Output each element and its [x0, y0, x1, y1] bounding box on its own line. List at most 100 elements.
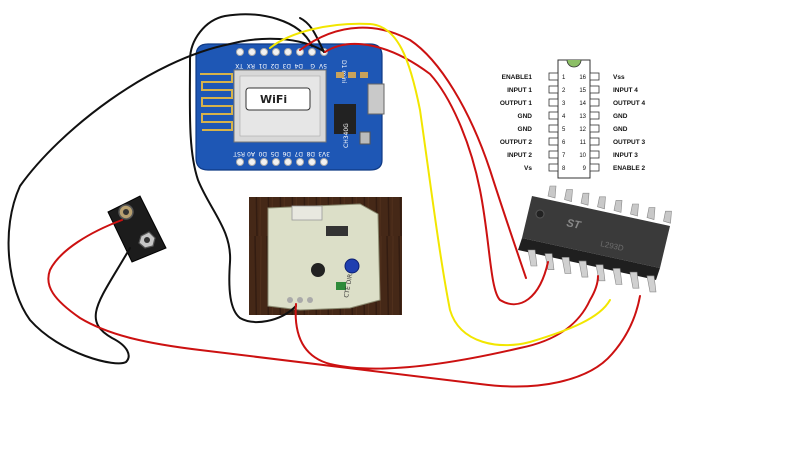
wifi-logo-box — [245, 87, 311, 111]
pinout-pin-box — [548, 98, 559, 107]
ic-pin — [547, 185, 557, 199]
header-pin — [296, 48, 304, 56]
pcb-board — [267, 203, 381, 311]
micro-usb-port — [367, 83, 385, 115]
battery-clip — [107, 195, 167, 263]
pinout-pin-box — [548, 124, 559, 133]
pcb-component-dark — [311, 263, 325, 277]
header-pin — [284, 158, 292, 166]
ic-pin — [646, 207, 656, 220]
pcb-potentiometer — [344, 258, 360, 274]
header-pin — [236, 158, 244, 166]
header-pin — [296, 158, 304, 166]
pcb-solder-pad — [297, 297, 303, 303]
pinout-pin-label: GND — [613, 113, 628, 120]
pinout-pin-label: OUTPUT 2 — [500, 139, 533, 146]
pcb-solder-pad — [287, 297, 293, 303]
battery-clip-terminal-negative-core — [144, 237, 150, 243]
ic-bottom-pin-row — [527, 249, 657, 293]
pin-label-d4: D4 — [294, 62, 303, 69]
black-wire-wemos-to-pcb — [188, 13, 313, 323]
ch340-chip — [334, 104, 356, 134]
black-wire-battery-loop — [7, 37, 326, 365]
pinout-pin-box — [589, 72, 600, 81]
pinout-pin-box — [548, 150, 559, 159]
black-wire-top-loop — [299, 17, 325, 53]
pinout-pin-box — [589, 98, 600, 107]
pinout-pin-box — [589, 137, 600, 146]
pinout-pin-number: 14 — [579, 101, 586, 107]
pinout-pin-label: INPUT 3 — [613, 152, 638, 159]
ic-body-top — [522, 196, 670, 268]
pinout-ic-outline — [557, 59, 591, 179]
yellow-wire-wemos-to-ic — [269, 22, 611, 347]
pinout-pin-label: OUTPUT 1 — [500, 100, 533, 107]
smd-component — [336, 72, 344, 78]
pcb-connector — [291, 205, 323, 221]
reset-button — [359, 131, 371, 145]
pinout-pin-number: 1 — [562, 75, 566, 81]
ic-pin — [564, 189, 573, 202]
pinout-pin-box — [589, 163, 600, 172]
pin-label-5v: 5V — [318, 62, 327, 69]
ic-pin — [613, 200, 623, 213]
pinout-pin-label: INPUT 2 — [507, 152, 532, 159]
header-pin — [320, 158, 328, 166]
pinout-pin-box — [548, 72, 559, 81]
wires — [7, 13, 641, 388]
pinout-pin-box — [548, 163, 559, 172]
smd-component — [360, 72, 368, 78]
header-pin — [236, 48, 244, 56]
battery-clip-terminal-positive-core — [123, 209, 129, 215]
pinout-pin-number: 8 — [562, 166, 566, 172]
pin-label-rst: RST — [233, 150, 245, 157]
wifi-logo: WiFi — [245, 87, 311, 111]
pcb-green-led — [336, 282, 346, 290]
wemos-top-header — [236, 48, 328, 56]
pinout-pin-label: GND — [518, 113, 533, 120]
pinout-pin-label: ENABLE1 — [502, 74, 533, 81]
l293d-chip-photo: ST L293D — [518, 185, 672, 293]
pcb-solder-pad — [307, 297, 313, 303]
header-pin — [272, 48, 280, 56]
ic-pin — [663, 210, 672, 224]
red-wire-wemos-to-ic-right — [299, 26, 527, 279]
pinout-pin-box — [548, 111, 559, 120]
pinout-pin-label: Vss — [613, 74, 625, 81]
bottom-pin-labels: 3V3 D8 D7 D6 D5 D0 A0 RST — [233, 150, 330, 157]
pinout-pin-label: ENABLE 2 — [613, 165, 646, 172]
pcb-chip — [326, 226, 348, 236]
pin-label-d5: D5 — [270, 150, 279, 157]
pin-label-tx: TX — [235, 62, 244, 69]
ic-pin — [630, 203, 639, 217]
wemos-bottom-header — [236, 158, 328, 166]
pinout-pin-number: 15 — [579, 88, 586, 94]
ic-pin — [527, 249, 538, 267]
pinout-pin-label: OUTPUT 3 — [613, 139, 646, 146]
pcb-silk-label: CTE DIR — [343, 273, 354, 298]
pinout-pin-number: 5 — [562, 127, 566, 133]
header-pin — [272, 158, 280, 166]
wemos-d1-mini: WiFi 5V G D4 D3 — [195, 43, 385, 171]
pinout-pin-number: 6 — [562, 140, 566, 146]
pinout-pin-number: 13 — [579, 114, 586, 120]
wifi-logo-text: WiFi — [260, 93, 287, 106]
header-pin — [308, 48, 316, 56]
pinout-pin-number: 10 — [579, 153, 586, 159]
pin-label-d1: D1 — [258, 62, 267, 69]
ic-pin — [597, 196, 606, 210]
pinout-pin-label: GND — [613, 126, 628, 133]
pin-label-d2: D2 — [270, 62, 279, 69]
ic-pin — [646, 275, 657, 293]
pinout-pin-box — [589, 85, 600, 94]
pin-label-g: G — [310, 62, 315, 69]
pinout-pin-number: 2 — [562, 88, 566, 94]
ic-logo: ST — [565, 217, 582, 232]
header-pin — [248, 48, 256, 56]
ic-body-front — [518, 238, 660, 280]
pinout-pin-number: 16 — [579, 75, 586, 81]
top-pin-labels: 5V G D4 D3 D2 D1 RX TX — [235, 62, 327, 69]
